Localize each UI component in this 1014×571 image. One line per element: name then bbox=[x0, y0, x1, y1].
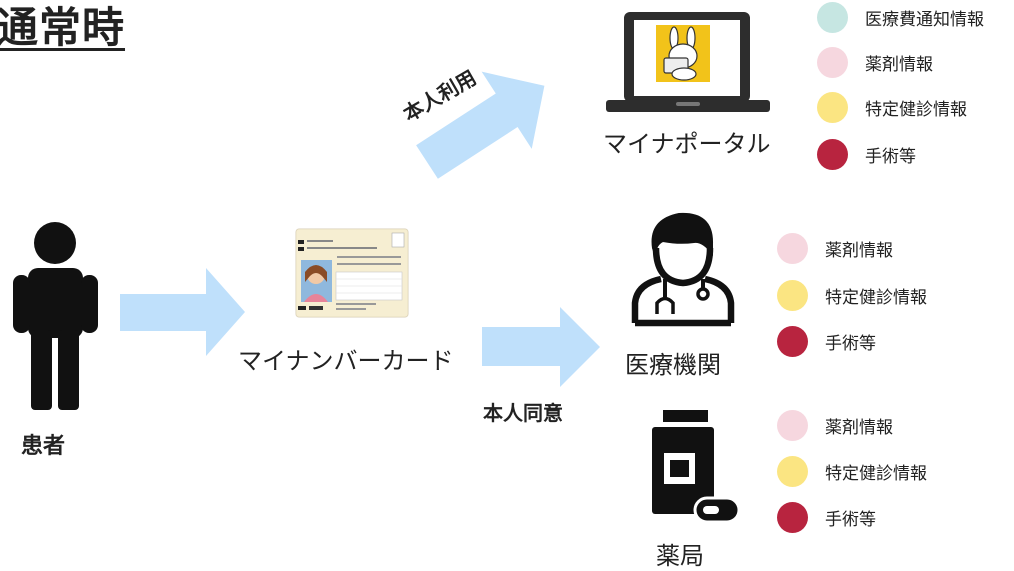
pill-bottle-icon bbox=[652, 410, 741, 524]
portal-label: マイナポータル bbox=[603, 130, 771, 158]
checkup-dot-icon bbox=[817, 92, 848, 123]
medication-dot-icon bbox=[777, 233, 808, 264]
patient-person-icon bbox=[13, 222, 98, 410]
doctor-icon bbox=[631, 212, 735, 327]
portal-item-checkup: 特定健診情報 bbox=[817, 92, 967, 123]
mynaportal-mascot-icon bbox=[656, 25, 710, 82]
medication-dot-icon bbox=[777, 410, 808, 441]
pharmacy-item-surgery: 手術等 bbox=[777, 502, 876, 533]
page-title: 通常時 bbox=[0, 3, 126, 52]
medication-dot-icon bbox=[817, 47, 848, 78]
arrow-patient-to-card bbox=[120, 268, 245, 356]
surgery-dot-icon bbox=[817, 139, 848, 170]
arrow-self-use bbox=[416, 71, 545, 179]
medical-expense-dot-icon bbox=[817, 2, 848, 33]
checkup-dot-icon bbox=[777, 456, 808, 487]
hospital-label: 医療機関 bbox=[625, 351, 721, 379]
surgery-dot-icon bbox=[777, 502, 808, 533]
pharmacy-label: 薬局 bbox=[656, 542, 704, 570]
consent-arrow-label: 本人同意 bbox=[483, 401, 563, 425]
portal-item-medication: 薬剤情報 bbox=[817, 47, 933, 78]
hospital-item-checkup: 特定健診情報 bbox=[777, 280, 927, 311]
hospital-item-surgery: 手術等 bbox=[777, 326, 876, 357]
my-number-card-icon bbox=[295, 228, 409, 318]
patient-label: 患者 bbox=[21, 434, 66, 459]
pharmacy-item-checkup: 特定健診情報 bbox=[777, 456, 927, 487]
checkup-dot-icon bbox=[777, 280, 808, 311]
surgery-dot-icon bbox=[777, 326, 808, 357]
arrow-card-to-hospital bbox=[482, 307, 600, 387]
pharmacy-item-medication: 薬剤情報 bbox=[777, 410, 893, 441]
portal-item-surgery: 手術等 bbox=[817, 139, 916, 170]
hospital-item-medication: 薬剤情報 bbox=[777, 233, 893, 264]
card-label: マイナンバーカード bbox=[238, 347, 454, 375]
portal-item-medical-expense: 医療費通知情報 bbox=[817, 2, 984, 33]
